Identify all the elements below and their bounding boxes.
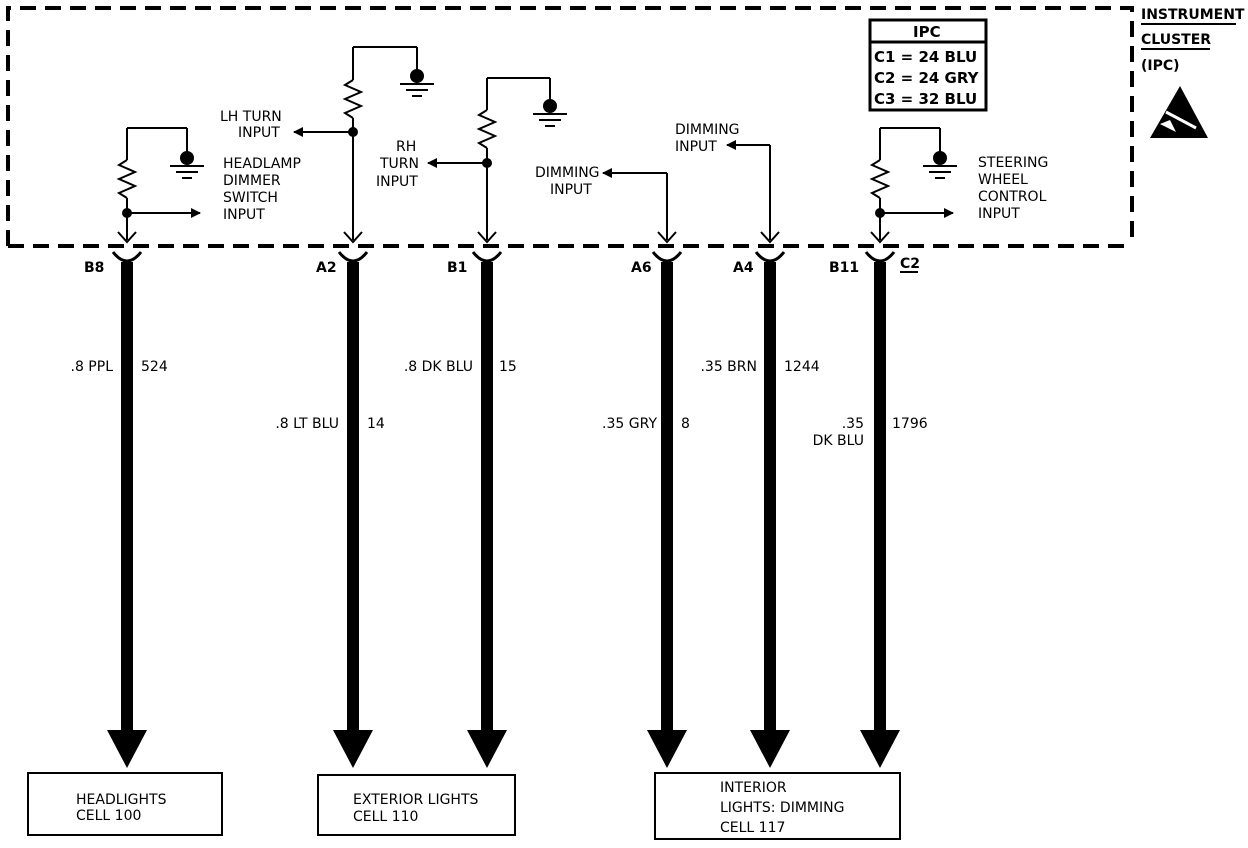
lh-turn-label: LH TURN INPUT (220, 109, 282, 141)
wire-color-b11-line1: .35 (842, 416, 864, 432)
splice-dot (348, 127, 358, 137)
pin-label-b8: B8 (84, 260, 104, 276)
module-boundary (6, 6, 1134, 246)
wire-a6 (661, 262, 673, 732)
wire-a4 (764, 262, 776, 732)
dimming-a6-circuit (602, 168, 677, 244)
wire-a6-arrow (647, 730, 687, 768)
svg-text:INPUT: INPUT (675, 139, 717, 155)
dimming-a4-circuit (726, 140, 780, 244)
destination-interior-lights[interactable]: INTERIOR LIGHTS: DIMMING CELL 117 (654, 772, 901, 840)
pin-label-a2: A2 (316, 260, 337, 276)
splice-dot (875, 208, 885, 218)
destination-interior-line2: LIGHTS: DIMMING (720, 800, 844, 816)
wire-b1 (481, 262, 493, 732)
destination-interior-line1: INTERIOR (720, 780, 787, 796)
circuit-number-b8: 524 (141, 359, 168, 375)
headlamp-dimmer-label: HEADLAMP DIMMER SWITCH INPUT (223, 156, 301, 223)
module-title-line2: CLUSTER (1141, 32, 1211, 48)
wire-b1-arrow (467, 730, 507, 768)
legend-row-c2: C2 = 24 GRY (874, 69, 980, 87)
svg-text:INPUT: INPUT (223, 207, 265, 223)
dimming-a4-label: DIMMING INPUT (675, 122, 740, 155)
wire-b11-arrow (860, 730, 900, 768)
svg-text:CONTROL: CONTROL (978, 189, 1047, 205)
svg-text:LH TURN: LH TURN (220, 109, 282, 125)
destination-headlights-line1: HEADLIGHTS (76, 792, 167, 808)
legend-title: IPC (913, 23, 941, 41)
wire-color-b11-line2: DK BLU (813, 433, 864, 449)
circuit-number-a6: 8 (681, 416, 690, 432)
ground-symbol (170, 151, 204, 179)
svg-text:TURN: TURN (379, 156, 419, 172)
circuit-number-a2: 14 (367, 416, 385, 432)
circuit-number-b11: 1796 (892, 416, 928, 432)
svg-text:STEERING: STEERING (978, 155, 1048, 171)
wire-a4-arrow (750, 730, 790, 768)
pin-label-a6: A6 (631, 260, 652, 276)
destination-headlights[interactable]: HEADLIGHTS CELL 100 (27, 772, 223, 836)
wire-b11 (874, 262, 886, 732)
wire-b8 (121, 262, 133, 732)
destination-exterior-lights[interactable]: EXTERIOR LIGHTS CELL 110 (317, 774, 516, 836)
svg-text:INPUT: INPUT (238, 125, 280, 141)
svg-text:INPUT: INPUT (376, 174, 418, 190)
legend-row-c3: C3 = 32 BLU (874, 90, 977, 108)
pin-label-a4: A4 (733, 260, 754, 276)
harness-wires (107, 262, 900, 768)
wire-a2-arrow (333, 730, 373, 768)
connector-label-c2: C2 (900, 256, 920, 272)
wire-b8-arrow (107, 730, 147, 768)
rh-turn-label: RH TURN INPUT (376, 139, 419, 190)
destination-headlights-line2: CELL 100 (76, 808, 141, 824)
steering-wheel-label: STEERING WHEEL CONTROL INPUT (978, 155, 1048, 222)
svg-text:WHEEL: WHEEL (978, 172, 1028, 188)
svg-text:SWITCH: SWITCH (223, 190, 278, 206)
ipc-connector-legend: IPC C1 = 24 BLU C2 = 24 GRY C3 = 32 BLU (868, 18, 988, 112)
svg-text:DIMMING: DIMMING (535, 165, 600, 181)
wire-color-b1: .8 DK BLU (404, 359, 473, 375)
svg-text:DIMMER: DIMMER (223, 173, 281, 189)
legend-row-c1: C1 = 24 BLU (874, 48, 977, 66)
connector-terminals (111, 251, 896, 263)
svg-text:HEADLAMP: HEADLAMP (223, 156, 301, 172)
module-title-line3: (IPC) (1141, 58, 1180, 74)
ground-symbol (400, 69, 434, 97)
pin-label-b1: B1 (447, 260, 467, 276)
wire-color-a2: .8 LT BLU (275, 416, 339, 432)
dimming-a6-label: DIMMING INPUT (535, 165, 600, 198)
destination-exterior-line1: EXTERIOR LIGHTS (353, 792, 478, 808)
wire-color-a4: .35 BRN (700, 359, 757, 375)
svg-text:INPUT: INPUT (550, 182, 592, 198)
destination-exterior-line2: CELL 110 (353, 809, 418, 825)
svg-text:INPUT: INPUT (978, 206, 1020, 222)
svg-text:DIMMING: DIMMING (675, 122, 740, 138)
circuit-number-b1: 15 (499, 359, 517, 375)
wire-color-b8: .8 PPL (71, 359, 114, 375)
wire-a2 (347, 262, 359, 732)
esd-warning-icon (1150, 86, 1208, 138)
destination-interior-line3: CELL 117 (720, 820, 785, 836)
module-title-line1: INSTRUMENT (1141, 7, 1245, 23)
pin-label-b11: B11 (829, 260, 859, 276)
circuit-number-a4: 1244 (784, 359, 820, 375)
wire-color-a6: .35 GRY (602, 416, 657, 432)
svg-text:RH: RH (396, 139, 416, 155)
splice-dot (122, 208, 132, 218)
ground-symbol (533, 99, 567, 127)
headlamp-dimmer-circuit (116, 127, 201, 244)
steering-wheel-circuit (869, 127, 954, 244)
splice-dot (482, 158, 492, 168)
ground-symbol (923, 151, 957, 179)
